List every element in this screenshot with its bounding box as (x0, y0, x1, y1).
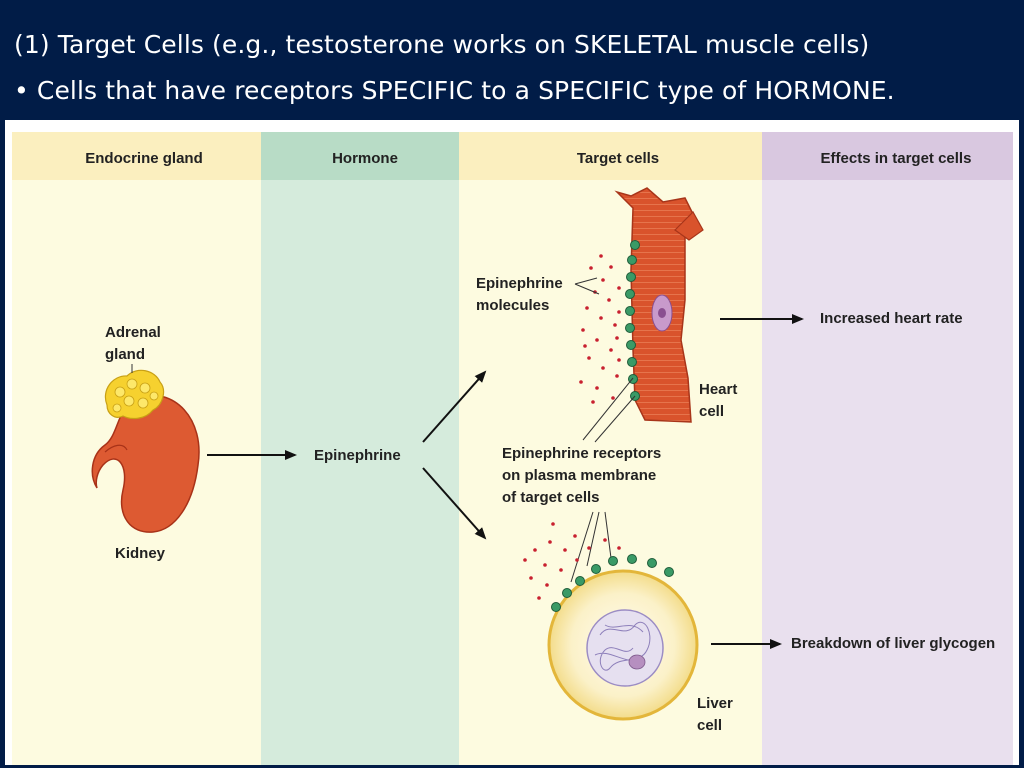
liver-cell-icon (547, 569, 699, 721)
column-header-hormone: Hormone (332, 150, 398, 167)
receptor-pointer-liver-3 (604, 511, 612, 559)
kidney-icon (91, 394, 200, 533)
column-header-effects: Effects in target cells (821, 150, 972, 167)
molecules-label-2: molecules (476, 297, 549, 314)
column-bg-hormone (261, 132, 459, 765)
molecules-pointer (574, 277, 598, 285)
effect-liver-label: Breakdown of liver glycogen (791, 635, 995, 652)
hormone-diagram: Endocrine gland Hormone Target cells Eff… (5, 120, 1019, 765)
header-cell-target (459, 132, 762, 180)
liver-cell-label-2: cell (697, 717, 722, 734)
column-bg-effects (762, 132, 1013, 765)
receptors-label-1: Epinephrine receptors (502, 445, 661, 462)
adrenal-gland-icon (104, 369, 165, 420)
epinephrine-molecules-heart (579, 254, 621, 404)
slide-title-line: (1) Target Cells (e.g., testosterone wor… (14, 30, 870, 59)
receptor-pointer-liver-1 (570, 511, 594, 583)
column-header-target: Target cells (577, 150, 659, 167)
hormone-label: Epinephrine (314, 447, 401, 464)
receptor-pointer-liver-2 (586, 511, 600, 567)
liver-cell-label-1: Liver (697, 695, 733, 712)
heart-cell-label-1: Heart (699, 381, 737, 398)
header-cell-endocrine (12, 132, 261, 180)
receptor-pointer-heart-2 (594, 395, 636, 443)
header-cell-hormone (261, 132, 459, 180)
epinephrine-molecules-liver (523, 522, 621, 600)
kidney-label: Kidney (115, 545, 166, 562)
effect-heart-label: Increased heart rate (820, 310, 963, 327)
column-header-endocrine: Endocrine gland (85, 150, 203, 167)
arrow-to-liver-cell (422, 467, 487, 540)
receptors-label-3: of target cells (502, 489, 600, 506)
liver-receptors (551, 554, 674, 612)
header-cell-effects (762, 132, 1013, 180)
molecules-pointer-2 (574, 283, 600, 295)
heart-cell-label-2: cell (699, 403, 724, 420)
receptor-pointer-heart-1 (582, 377, 634, 441)
receptors-label-2: on plasma membrane (502, 467, 656, 484)
diagram-canvas: Endocrine gland Hormone Target cells Eff… (12, 132, 1013, 765)
molecules-label-1: Epinephrine (476, 275, 563, 292)
adrenal-gland-label-2: gland (105, 346, 145, 363)
adrenal-gland-label-1: Adrenal (105, 324, 161, 341)
slide-header: (1) Target Cells (e.g., testosterone wor… (0, 0, 1024, 120)
slide-bullet-line: • Cells that have receptors SPECIFIC to … (14, 76, 895, 105)
arrow-to-heart-cell (422, 370, 487, 443)
